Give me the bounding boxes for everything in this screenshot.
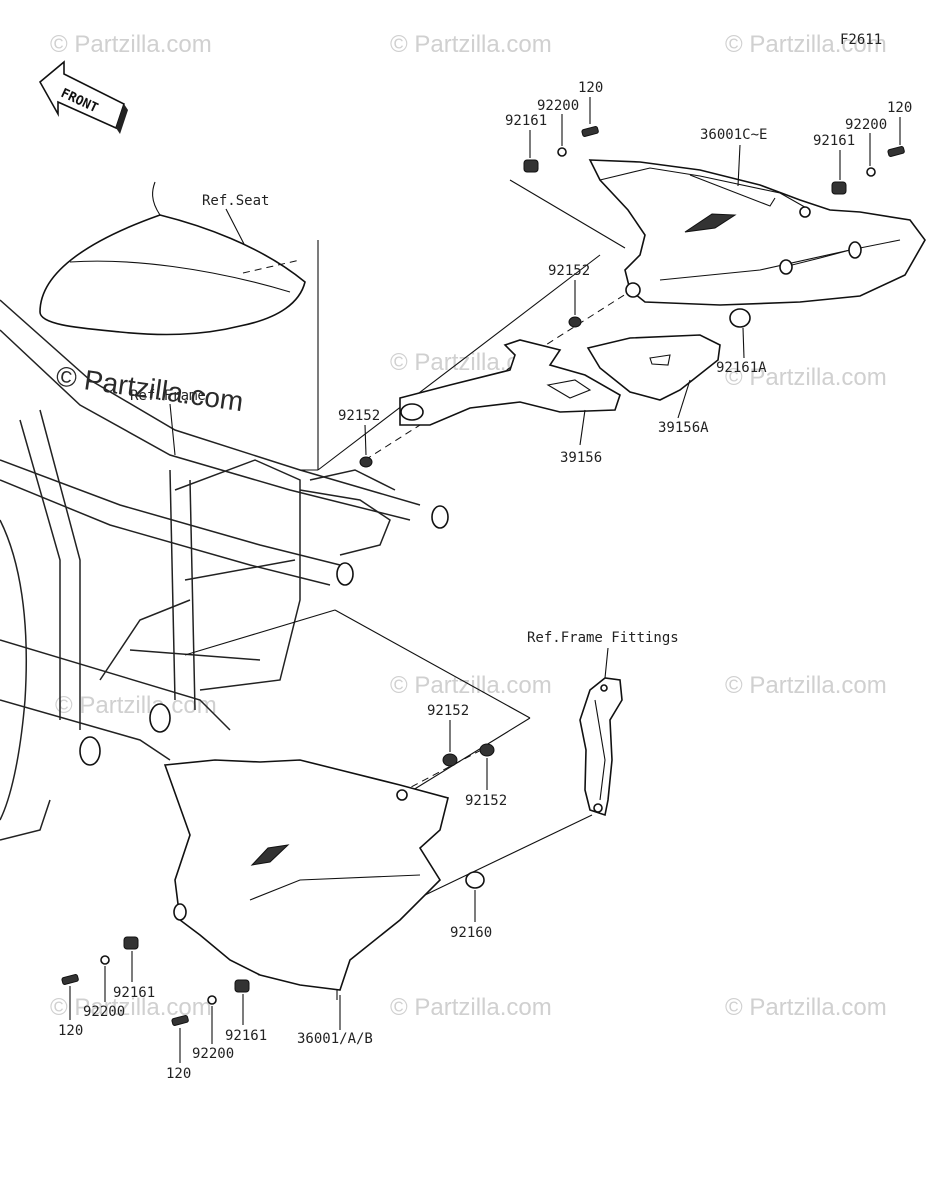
grommet-92161a-icon <box>729 308 751 328</box>
part-label-36001: 36001/A/B <box>297 1031 373 1047</box>
watermark: © Partzilla.com <box>50 31 212 58</box>
part-label-92161a: 92161A <box>716 360 767 376</box>
frame-reference: Ref.Frame <box>0 299 449 841</box>
upper-hardware: 120 92200 92161 120 92200 92161 92152 92… <box>338 80 912 468</box>
screw-120-upper-left-icon <box>581 125 599 137</box>
part-label-39156: 39156 <box>560 450 602 466</box>
part-label-92152: 92152 <box>427 703 469 719</box>
seat-reference: Ref.Seat <box>39 181 306 336</box>
ref-frame-label: Ref.Frame <box>130 388 206 404</box>
part-label-92152: 92152 <box>338 408 380 424</box>
watermark: © Partzilla.com <box>390 994 552 1021</box>
part-label-120: 120 <box>166 1066 191 1082</box>
upper-side-cover-36001c: 36001C~E <box>588 127 926 306</box>
ref-frame-fittings-label: Ref.Frame Fittings <box>527 630 679 646</box>
screw-120-lower-2-icon <box>171 1014 189 1026</box>
watermark: © Partzilla.com <box>725 672 887 699</box>
part-label-92200: 92200 <box>845 117 887 133</box>
part-label-120: 120 <box>887 100 912 116</box>
lower-side-cover-36001: 36001/A/B <box>163 759 449 1047</box>
part-label-39156a: 39156A <box>658 420 709 436</box>
grommet-92161-upper-right-icon <box>831 181 847 195</box>
ref-seat-label: Ref.Seat <box>202 193 269 209</box>
grommet-92161-lower-1-icon <box>123 936 139 950</box>
nut-92152-upper-icon <box>568 316 582 328</box>
watermark: © Partzilla.com <box>725 994 887 1021</box>
grommet-92161-upper-left-icon <box>523 159 539 173</box>
part-label-92161: 92161 <box>505 113 547 129</box>
washer-92200-upper-right-icon <box>866 167 876 177</box>
part-label-92152: 92152 <box>548 263 590 279</box>
part-label-36001c: 36001C~E <box>700 127 767 143</box>
part-label-120: 120 <box>578 80 603 96</box>
grommet-92160-icon <box>465 871 485 889</box>
watermark: © Partzilla.com <box>390 31 552 58</box>
front-arrow-icon: FRONT <box>38 60 128 134</box>
watermark-large: © Partzilla.com <box>54 360 245 417</box>
part-label-92161: 92161 <box>813 133 855 149</box>
washer-92200-upper-left-icon <box>557 147 567 157</box>
part-label-92200: 92200 <box>537 98 579 114</box>
figure-code: F2611 <box>840 32 882 48</box>
part-label-92160: 92160 <box>450 925 492 941</box>
insulator-39156a: 39156A <box>586 334 721 436</box>
screw-120-lower-1-icon <box>61 973 79 985</box>
upper-leader-lines <box>300 179 641 471</box>
washer-92200-lower-2-icon <box>207 995 217 1005</box>
nut-92152-lower-b-icon <box>479 743 495 757</box>
part-label-92161: 92161 <box>225 1028 267 1044</box>
nut-92152-left-icon <box>359 456 373 468</box>
part-label-92200: 92200 <box>192 1046 234 1062</box>
part-label-92200: 92200 <box>83 1004 125 1020</box>
screw-120-upper-right-icon <box>887 145 905 157</box>
watermark: © Partzilla.com <box>725 31 887 58</box>
part-label-92161: 92161 <box>113 985 155 1001</box>
insulator-39156: 39156 <box>399 339 621 466</box>
nut-92152-lower-a-icon <box>442 753 458 767</box>
washer-92200-lower-1-icon <box>100 955 110 965</box>
watermark-layer: © Partzilla.com © Partzilla.com © Partzi… <box>50 31 887 1021</box>
part-label-92152: 92152 <box>465 793 507 809</box>
grommet-92161-lower-2-icon <box>234 979 250 993</box>
frame-fittings-bracket: Ref.Frame Fittings <box>527 630 679 817</box>
watermark: © Partzilla.com <box>725 364 887 391</box>
part-label-120: 120 <box>58 1023 83 1039</box>
lower-hardware: 92152 92152 92160 92161 92200 120 92161 … <box>58 703 507 1082</box>
